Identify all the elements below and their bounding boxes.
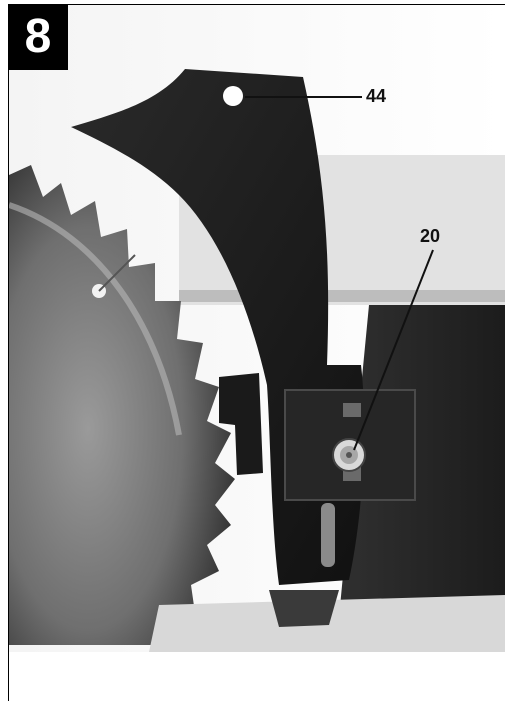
callout-label-44: 44 — [366, 86, 387, 106]
frame-top-border — [8, 4, 505, 5]
figure-number-badge: 8 — [8, 4, 68, 70]
saw-blade-photo — [9, 5, 505, 652]
callout-label-20: 20 — [420, 226, 441, 246]
frame-left-border — [8, 4, 9, 701]
